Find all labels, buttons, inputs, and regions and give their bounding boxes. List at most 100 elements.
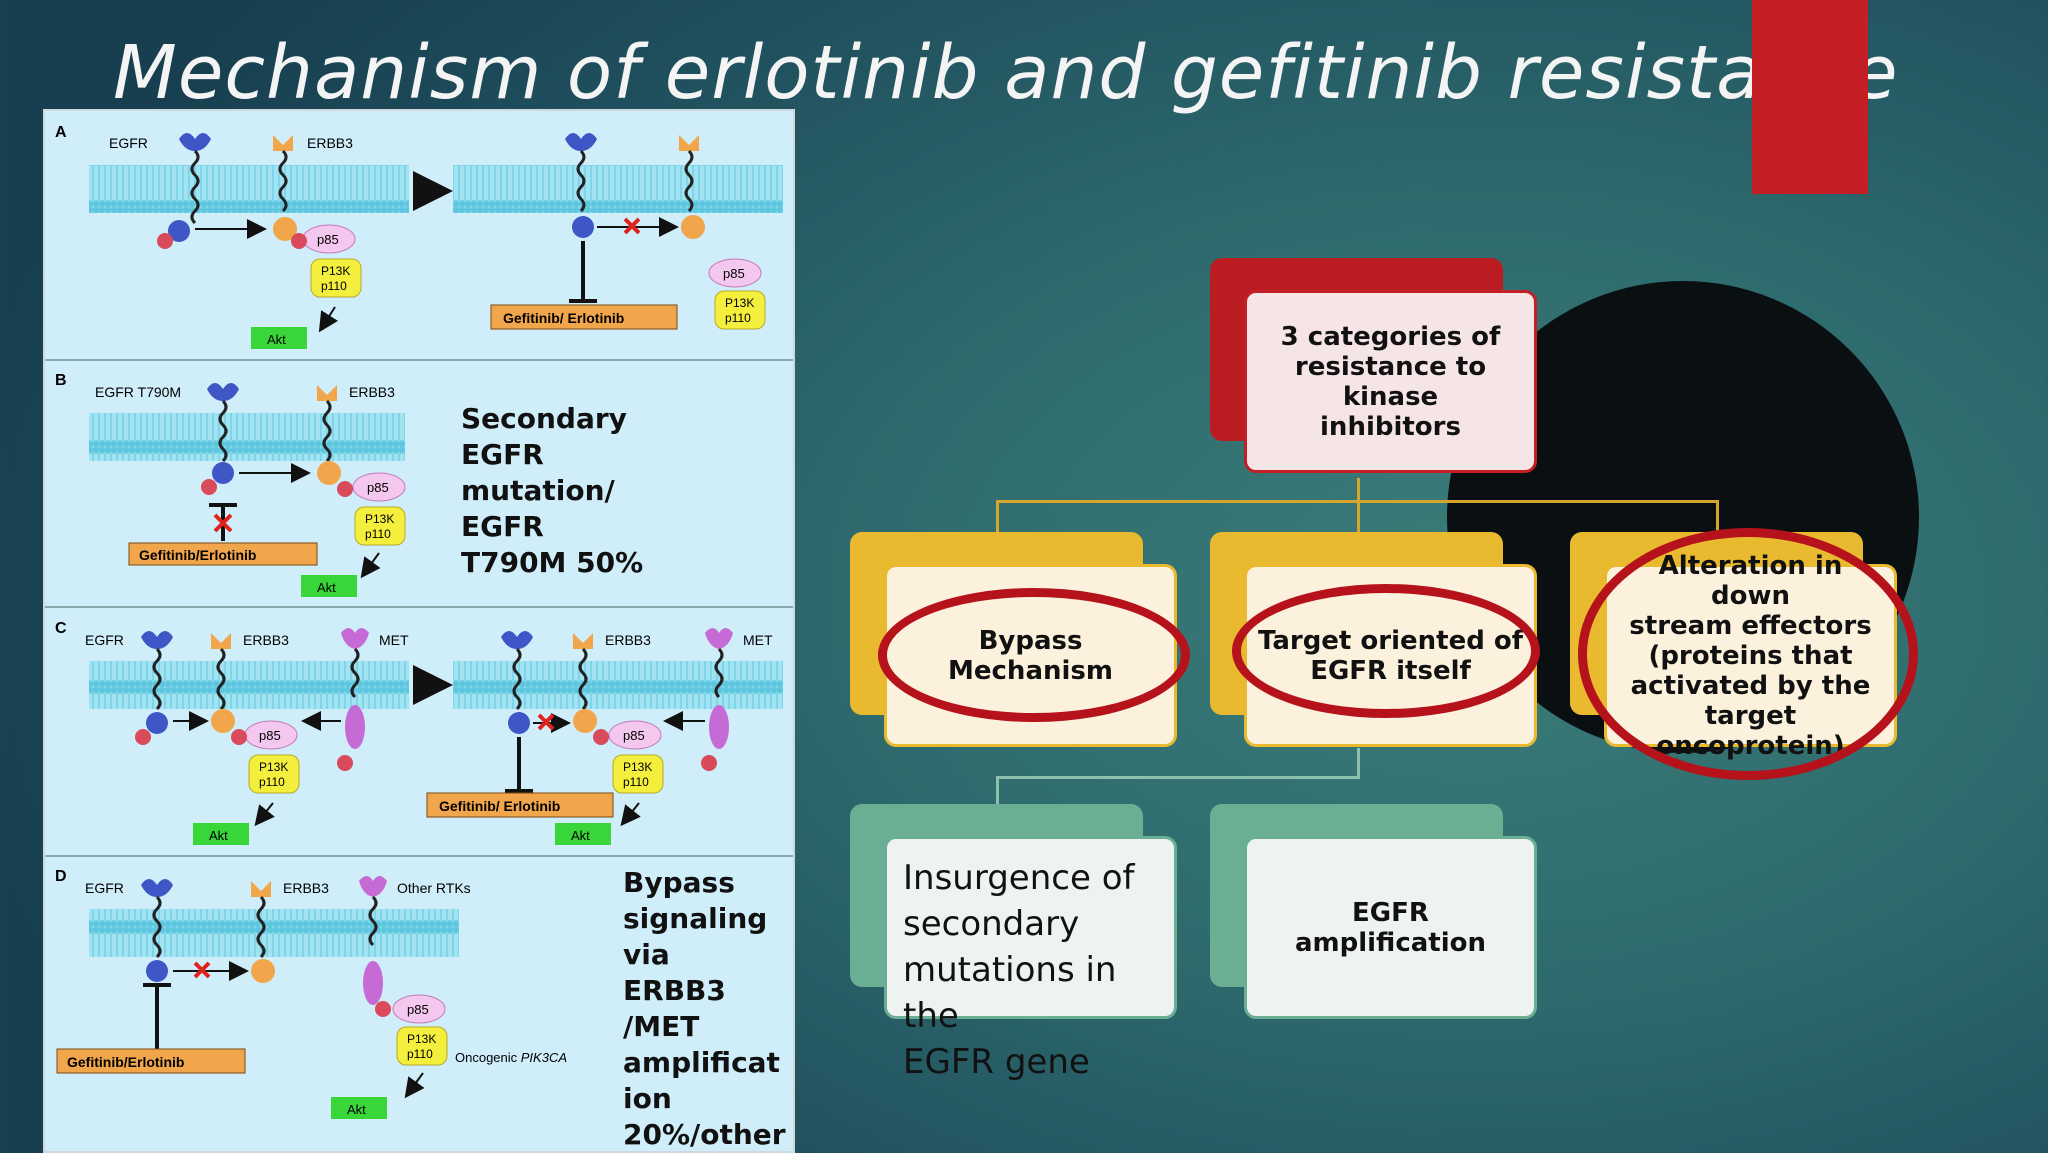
erbb3-label: ERBB3: [349, 384, 395, 400]
kinase-domain: [168, 220, 190, 242]
connector-line: [996, 776, 999, 804]
met-receptor-icon: [341, 628, 369, 649]
p110-label: p110: [623, 775, 649, 789]
annotation-line: T790M 50%: [461, 546, 644, 579]
panel-letter-c: C: [55, 620, 67, 637]
erbb3-kinase: [211, 709, 235, 733]
annotation-line: ERBB3: [623, 974, 726, 1007]
erbb3-kinase: [681, 215, 705, 239]
block-x-icon: [213, 513, 233, 533]
p13k-box: [310, 258, 362, 298]
annotation-line: Bypass: [623, 866, 735, 899]
p110-label: p110: [365, 527, 391, 541]
block-x-icon: [623, 217, 641, 235]
root-category-text: 3 categories of resistance to kinase inh…: [1244, 290, 1537, 473]
panel-letter-d: D: [55, 868, 67, 885]
akt-box: [555, 823, 611, 845]
erbb3-label: ERBB3: [243, 632, 289, 648]
arrow-icon: [620, 802, 641, 827]
text-line: mutations in the: [903, 950, 1117, 1036]
erbb3-kinase: [317, 461, 341, 485]
erbb3-receptor-icon: [211, 633, 231, 649]
connector-line: [1357, 748, 1360, 778]
p85-label: p85: [723, 266, 745, 281]
annotation-line: ion: [623, 1082, 672, 1115]
arrow-icon: [254, 802, 275, 827]
membrane: [453, 165, 783, 213]
p13k-box: [248, 754, 300, 794]
figure-svg: A B C D EGFR ERBB3 p85 P13K p110 Akt: [45, 111, 793, 1151]
secondary-mutations-text: Insurgence of secondary mutations in the…: [884, 836, 1177, 1082]
text-line: EGFR gene: [903, 1042, 1090, 1082]
egfr-label: EGFR: [109, 135, 148, 151]
p85-label: p85: [367, 480, 389, 495]
p110-label: p110: [407, 1047, 433, 1061]
annotation-line: mutation/: [461, 474, 615, 507]
p110-label: p110: [725, 311, 751, 325]
drug-box: [128, 542, 318, 566]
egfr-t790m-label: EGFR T790M: [95, 384, 181, 400]
membrane: [89, 165, 409, 213]
p85-label: p85: [259, 728, 281, 743]
egfr-receptor-icon: [565, 133, 597, 151]
p13k-box: [396, 1026, 448, 1066]
akt-label: Akt: [267, 332, 286, 347]
drug-box: [56, 1048, 246, 1074]
akt-label: Akt: [571, 828, 590, 843]
erbb3-label: ERBB3: [307, 135, 353, 151]
annotation-line: 20%/other: [623, 1118, 786, 1151]
annotation-line: amplificat: [623, 1046, 780, 1079]
receptor-stem: [152, 895, 162, 959]
annotation-line: Secondary: [461, 402, 627, 435]
phospho-icon: [337, 481, 353, 497]
membrane: [453, 661, 783, 709]
annotation-bypass-signaling: Bypass signaling via ERBB3 /MET amplific…: [623, 865, 786, 1153]
akt-box: [251, 327, 307, 349]
erbb3-receptor-icon: [573, 633, 593, 649]
erbb3-kinase: [273, 217, 297, 241]
phospho-icon: [201, 479, 217, 495]
other-rtk-receptor-icon: [359, 876, 387, 897]
p85-shape: [352, 472, 406, 502]
p13k-box: [354, 506, 406, 546]
kinase-domain: [212, 462, 234, 484]
p85-label: p85: [623, 728, 645, 743]
highlight-ellipse-bypass: [878, 588, 1190, 722]
block-x-icon: [537, 713, 555, 731]
annotation-line: EGFR: [461, 510, 544, 543]
text-line: resistance to kinase: [1294, 351, 1487, 412]
receptor-stem: [190, 149, 200, 225]
receptor-stem: [578, 647, 588, 711]
akt-label: Akt: [317, 580, 336, 595]
met-kinase: [709, 705, 729, 749]
p110-label: p110: [321, 279, 347, 293]
erbb3-receptor-icon: [679, 135, 699, 151]
phospho-icon: [593, 729, 609, 745]
p85-shape: [708, 258, 762, 288]
p13k-label: P13K: [365, 512, 394, 526]
receptor-stem: [322, 399, 332, 463]
met-label: MET: [743, 632, 773, 648]
resistance-mechanism-figure: A B C D EGFR ERBB3 p85 P13K p110 Akt: [43, 109, 795, 1153]
text-line: Insurgence of: [903, 858, 1135, 898]
other-rtks-label: Other RTKs: [397, 880, 471, 896]
p13k-label: P13K: [321, 264, 350, 278]
drug-label: Gefitinib/Erlotinib: [139, 547, 256, 563]
connector-line: [1716, 500, 1719, 534]
drug-box: [426, 792, 614, 818]
p110-label: p110: [259, 775, 285, 789]
annotation-line: signaling: [623, 902, 768, 935]
phospho-icon: [231, 729, 247, 745]
akt-label: Akt: [209, 828, 228, 843]
oncogenic-label: Oncogenic PIK3CA: [455, 1050, 567, 1065]
egfr-receptor-icon: [141, 879, 173, 897]
akt-box: [331, 1097, 387, 1119]
egfr-receptor-icon: [501, 631, 533, 649]
highlight-ellipse-downstream: [1578, 528, 1918, 780]
drug-label: Gefitinib/Erlotinib: [67, 1054, 184, 1070]
egfr-receptor-icon: [141, 631, 173, 649]
annotation-line: via: [623, 938, 670, 971]
p13k-label: P13K: [725, 296, 754, 310]
arrow-icon: [404, 1072, 425, 1099]
highlight-ellipse-target: [1232, 584, 1540, 718]
